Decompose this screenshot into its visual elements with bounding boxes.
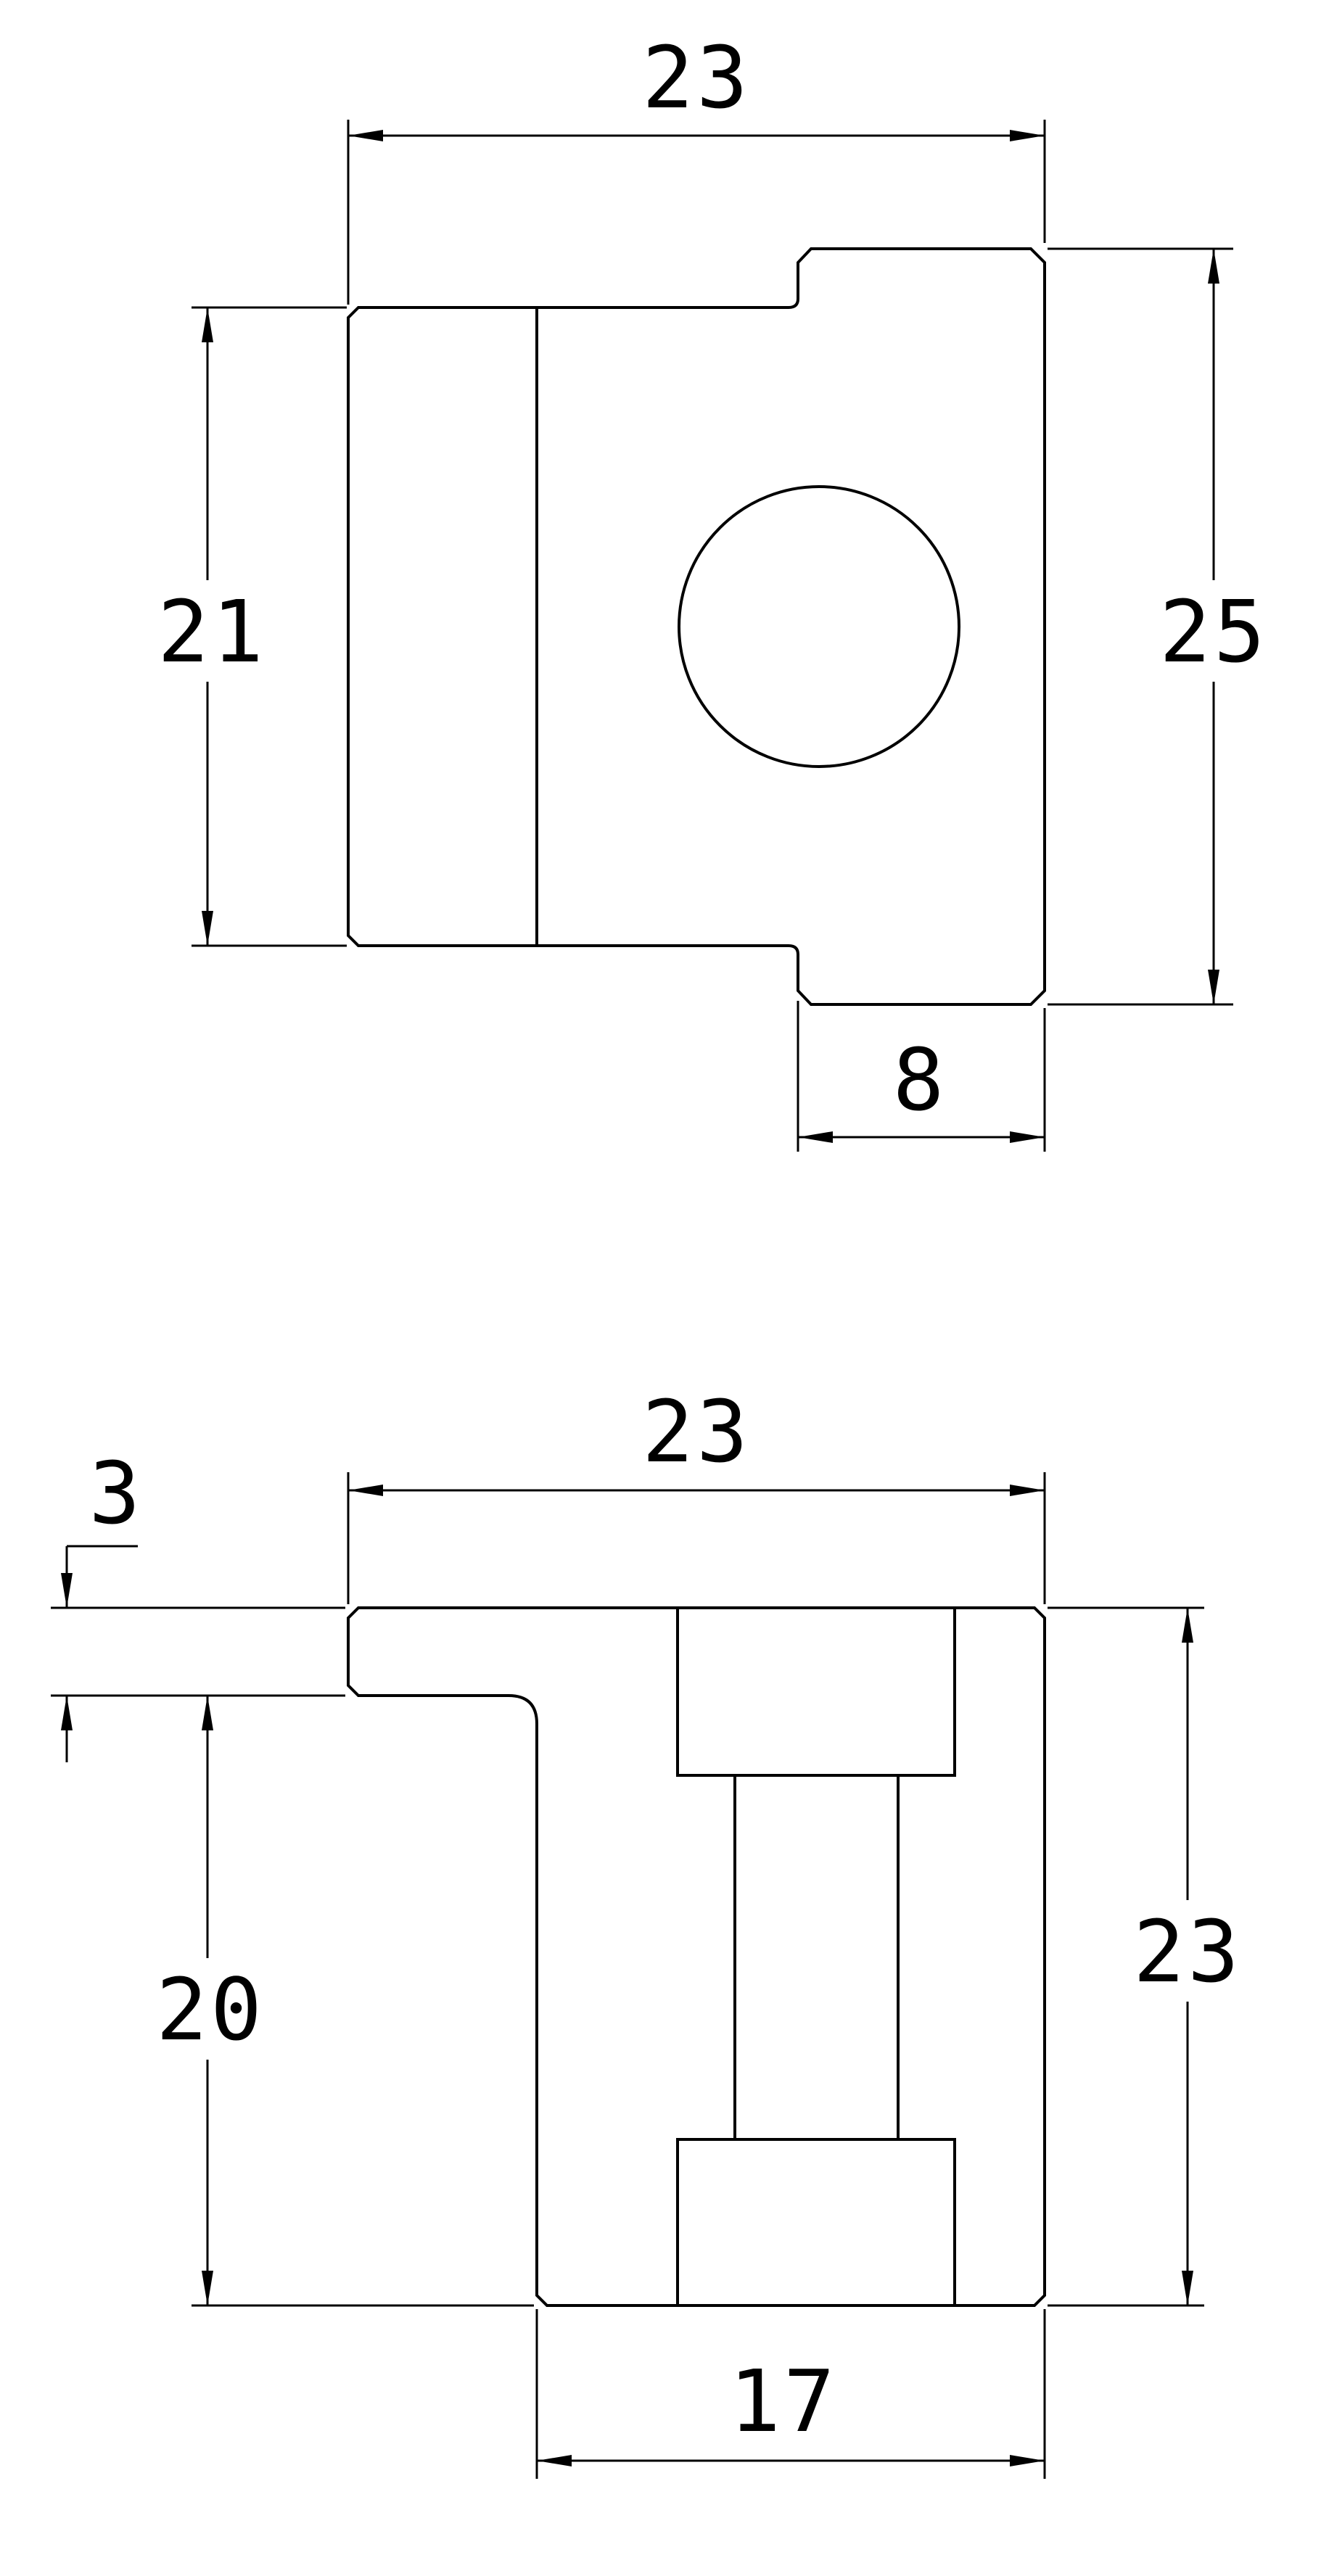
bottom-view-lower-block (676, 2138, 956, 2307)
top-view: 23 21 25 8 (157, 28, 1268, 1152)
bottom-width-label: 23 (642, 1382, 751, 1482)
bottom-lip-dimension: 3 (51, 1443, 345, 1762)
top-right-height-dimension: 25 (1048, 247, 1268, 1006)
top-tab-width-label: 8 (892, 1030, 947, 1130)
bottom-view: 23 3 20 (51, 1382, 1242, 2479)
bottom-lip-label: 3 (89, 1443, 143, 1543)
bottom-view-upper-block (676, 1606, 956, 1777)
bottom-base-width-dimension: 17 (535, 2309, 1046, 2479)
top-width-label: 23 (642, 28, 751, 128)
bottom-left-height-dimension: 20 (156, 1696, 534, 2307)
top-view-outline (347, 247, 1046, 1006)
top-right-height-label: 25 (1159, 582, 1268, 682)
bottom-left-height-label: 20 (156, 1960, 265, 2060)
bottom-right-height-label: 23 (1133, 1902, 1242, 2002)
top-left-height-label: 21 (157, 582, 266, 682)
bottom-base-width-label: 17 (729, 2351, 838, 2451)
top-view-hole (678, 485, 960, 768)
top-left-height-dimension: 21 (157, 306, 347, 947)
bottom-view-outline (347, 1606, 1046, 2307)
bottom-right-height-dimension: 23 (1048, 1606, 1242, 2307)
top-width-dimension: 23 (347, 28, 1046, 305)
top-tab-width-dimension: 8 (797, 1001, 1046, 1152)
bottom-width-dimension: 23 (347, 1382, 1046, 1604)
